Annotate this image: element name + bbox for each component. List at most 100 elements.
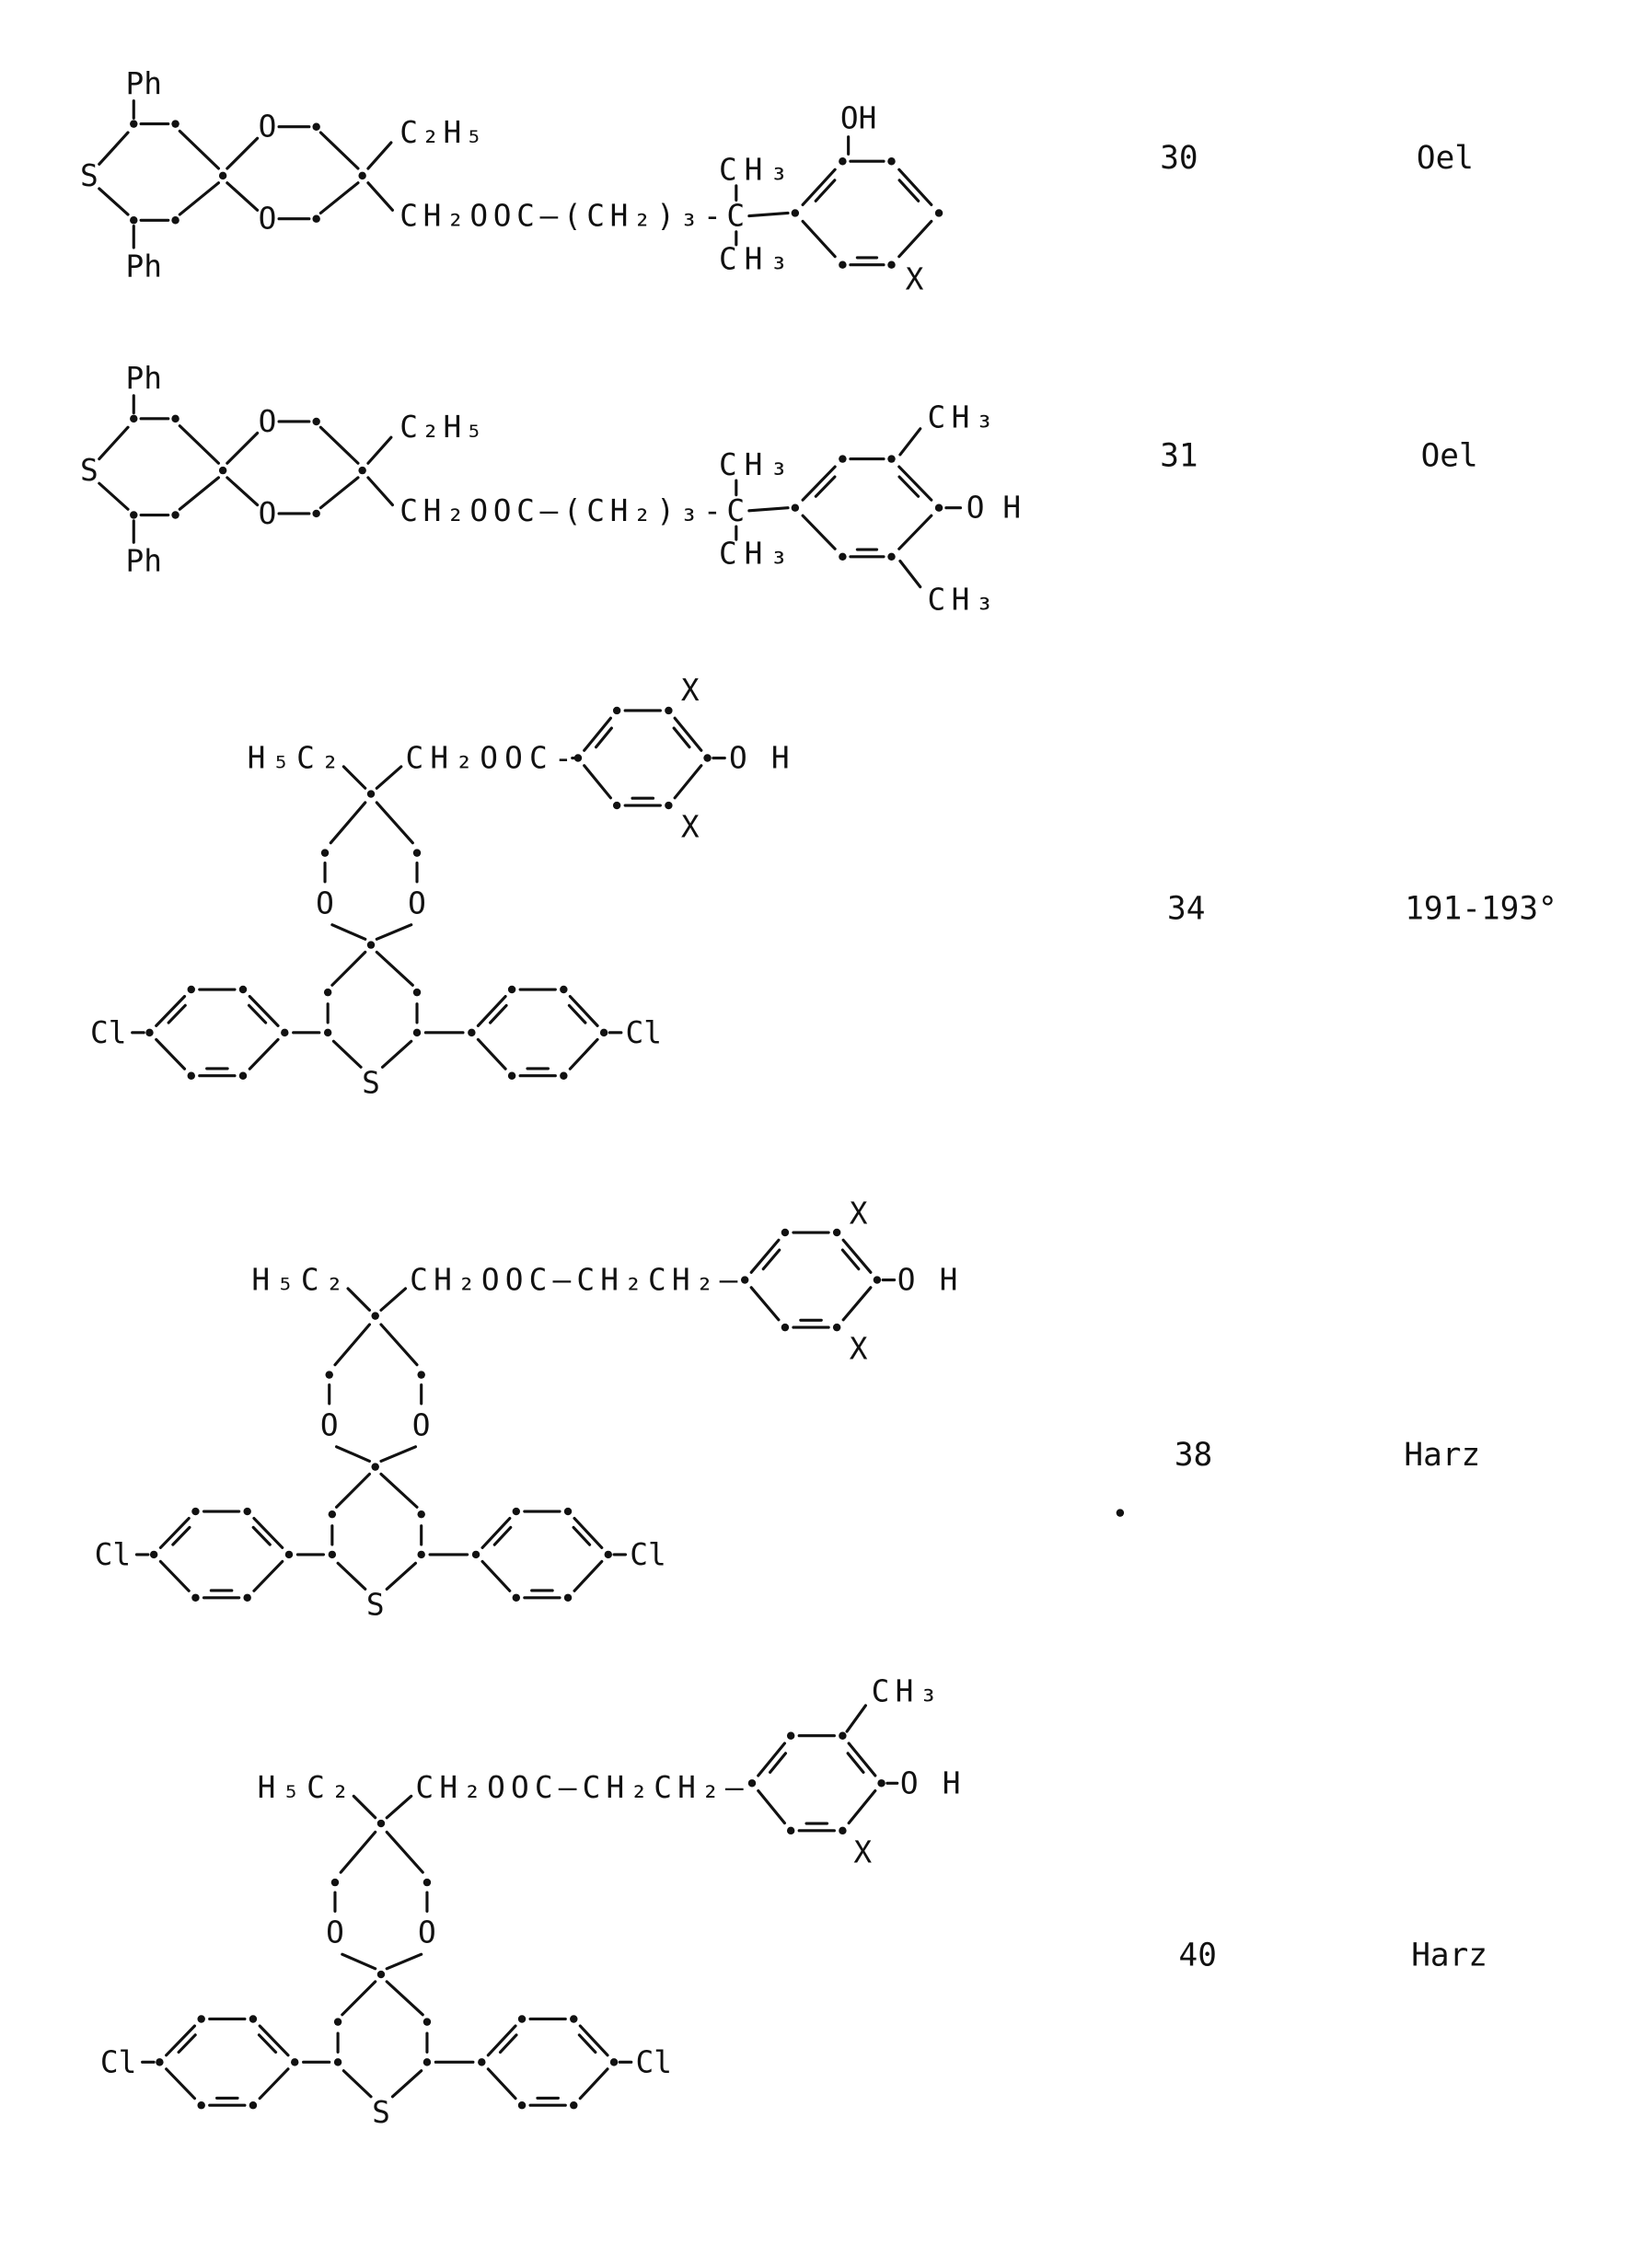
bond-line [99, 133, 128, 164]
atom-dot [887, 553, 895, 561]
atom-dot [188, 1072, 195, 1080]
bond-line [179, 131, 218, 168]
atom-dot [191, 1508, 199, 1515]
atom-dot [324, 1029, 331, 1036]
bond-line [763, 1250, 779, 1269]
bond-line [167, 2069, 195, 2099]
atom-dot [748, 1779, 756, 1787]
atom-dot [130, 415, 137, 422]
atom-label: H₅C₂ [251, 1263, 343, 1298]
atom-label: Cl [90, 1015, 126, 1050]
atom-label: CH₃ [872, 1673, 938, 1708]
atom-dot [570, 2101, 577, 2109]
atom-label: X [906, 261, 924, 296]
atom-dot [508, 1072, 515, 1080]
atom-dot [219, 172, 226, 179]
bond-line [816, 180, 835, 201]
atom-label: OH [966, 491, 1021, 526]
atom-dot [371, 1312, 378, 1319]
atom-dot [281, 1029, 288, 1036]
bond-line [249, 1039, 278, 1069]
atom-label: X [681, 809, 700, 844]
bond-line [343, 767, 365, 788]
atom-dot [560, 1072, 567, 1080]
atom-dot [377, 1820, 385, 1827]
atom-dot [321, 849, 329, 856]
atom-label: O [412, 1407, 431, 1442]
atom-dot [130, 511, 137, 518]
atom-dot [197, 2101, 204, 2109]
atom-label: Cl [95, 1537, 131, 1572]
atom-dot [787, 1732, 794, 1740]
atom-dot [781, 1229, 789, 1236]
atom-dot [324, 989, 331, 996]
bond-line [368, 143, 391, 168]
atom-dot [874, 1276, 881, 1283]
atom-dot [150, 1551, 157, 1558]
bond-line [227, 138, 258, 168]
atom-dot [472, 1551, 480, 1558]
bond-line [168, 1005, 185, 1023]
atom-label: CH₂OOC—(CH₂)₃-C [399, 493, 745, 528]
atom-dot [413, 849, 421, 856]
atom-dot [367, 941, 375, 948]
bond-line [376, 952, 412, 985]
bond-line [99, 189, 128, 214]
atom-label: CH₂OOC—(CH₂)₃-C [399, 199, 745, 234]
atom-dot [334, 2018, 341, 2025]
bond-line [342, 1982, 376, 2015]
bond-line [320, 183, 358, 214]
bond-line [341, 1832, 375, 1872]
bond-line [387, 1832, 422, 1872]
atom-dot [367, 790, 375, 797]
compound-property: Harz [1411, 1938, 1487, 1974]
bond-line [574, 1561, 602, 1591]
bond-line [368, 183, 393, 211]
atom-label: S [80, 453, 98, 488]
bond-line [482, 1561, 510, 1591]
atom-label: O [408, 885, 426, 920]
bond-line [348, 1289, 369, 1310]
bond-line [330, 803, 365, 843]
atom-dot [513, 1594, 520, 1602]
bond-line [381, 1474, 417, 1507]
bond-line [383, 1041, 411, 1067]
bond-line [179, 2035, 195, 2053]
compound-number: 31 [1160, 437, 1198, 474]
atom-dot [171, 511, 179, 518]
bond-line [332, 952, 365, 985]
bond-line [803, 221, 835, 256]
atom-dot [508, 986, 515, 993]
compound-property: Harz [1404, 1437, 1480, 1474]
bond-line [749, 213, 788, 215]
atom-label: O [316, 885, 334, 920]
bond-line [353, 1796, 375, 1817]
atom-dot [468, 1029, 475, 1036]
bond-line [320, 427, 358, 463]
atom-label: C₂H₅ [399, 115, 483, 150]
bond-line [758, 1791, 785, 1823]
bond-line [842, 1250, 858, 1269]
atom-dot [833, 1229, 840, 1236]
bond-line [381, 1289, 406, 1310]
bond-line [160, 1561, 189, 1591]
atom-label: O [320, 1407, 339, 1442]
bond-line [570, 1039, 597, 1069]
atom-label: OH [900, 1765, 961, 1800]
bond-line [179, 478, 218, 509]
atom-dot [219, 467, 226, 474]
atom-dot [564, 1508, 572, 1515]
atom-dot [145, 1029, 153, 1036]
bond-line [381, 1447, 415, 1462]
atom-label: O [326, 1915, 344, 1950]
bond-line [849, 1791, 875, 1823]
atom-dot [329, 1510, 336, 1518]
bond-line [332, 925, 365, 940]
atom-label: Cl [626, 1015, 663, 1050]
atom-label: O [259, 110, 277, 145]
atom-label: CH₃ [719, 153, 788, 188]
atom-dot [478, 2058, 485, 2066]
atom-label: H₅C₂ [258, 1770, 350, 1805]
compound-number: 40 [1179, 1938, 1217, 1974]
